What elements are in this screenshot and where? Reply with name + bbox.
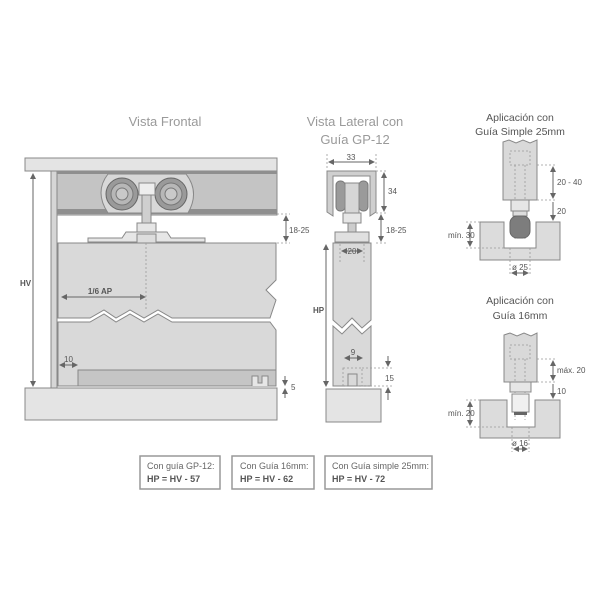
hp-label: HP	[313, 306, 325, 315]
floor	[24, 387, 278, 421]
side-depth-label: 15	[385, 374, 394, 383]
floor-guide	[251, 375, 269, 386]
formula-gp12-line1: Con guía GP-12:	[147, 461, 215, 471]
app16-nut	[509, 381, 532, 393]
gp12-rail-profile	[326, 170, 377, 217]
bolt	[141, 194, 152, 224]
door-upper	[57, 242, 277, 319]
side-nut	[342, 212, 362, 224]
app25-gap-label: 20	[557, 207, 566, 216]
app16-min-label: mín. 20	[448, 409, 475, 418]
app16-title-line2: Guía 16mm	[493, 310, 548, 322]
formula-gp12-line2: HP = HV - 57	[147, 474, 200, 484]
formula-box-gp12: Con guía GP-12: HP = HV - 57	[139, 455, 221, 490]
app16-gap-label: 10	[557, 387, 566, 396]
app16-floor-channel	[479, 399, 561, 439]
formula-box-25mm: Con Guía simple 25mm: HP = HV - 72	[324, 455, 433, 490]
side-door-upper	[332, 242, 372, 329]
bottom-gap-label: 5	[291, 383, 296, 392]
side-view-title-line2: Guía GP-12	[320, 132, 389, 147]
nut-upper	[136, 222, 157, 233]
side-height-label: 34	[388, 187, 397, 196]
front-view-title: Vista Frontal	[129, 114, 202, 129]
wheel-right	[154, 177, 188, 211]
side-wheel-left	[335, 180, 346, 212]
offset-label: 10	[64, 355, 73, 364]
app25-roller	[509, 215, 531, 239]
app16-title-line1: Aplicación con	[486, 295, 554, 307]
application-25mm: Aplicación con Guía Simple 25mm 20 - 40 …	[448, 112, 582, 276]
formula-25mm-line1: Con Guía simple 25mm:	[332, 461, 429, 471]
ceiling	[24, 157, 278, 172]
formula-box-16mm: Con Guía 16mm: HP = HV - 62	[231, 455, 315, 490]
side-slot-label: 9	[351, 348, 356, 357]
app25-range-label: 20 - 40	[557, 178, 582, 187]
side-inner-label: 20	[348, 247, 357, 256]
wheel-left	[105, 177, 139, 211]
formula-25mm-line2: HP = HV - 72	[332, 474, 385, 484]
front-gap-label: 18-25	[289, 226, 310, 235]
formula-16mm-line2: HP = HV - 62	[240, 474, 293, 484]
app16-door	[503, 332, 538, 383]
side-width-label: 33	[347, 153, 356, 162]
side-wheel-right	[358, 180, 369, 212]
app25-nut	[510, 199, 530, 212]
wall-post	[50, 170, 58, 389]
side-gap-label: 18-25	[386, 226, 407, 235]
side-view: Vista Lateral con Guía GP-12 33 34 18-25…	[307, 114, 407, 423]
side-plate	[334, 231, 370, 243]
app16-dia-label: ø 16	[512, 439, 529, 448]
app25-min-label: mín. 30	[448, 231, 475, 240]
front-view: Vista Frontal	[20, 114, 310, 421]
axle-nut	[138, 182, 156, 196]
application-16mm: Aplicación con Guía 16mm máx. 20 10 mín.…	[448, 295, 586, 452]
app25-title-line1: Aplicación con	[486, 112, 554, 124]
formula-16mm-line1: Con Guía 16mm:	[240, 461, 309, 471]
app25-title-line2: Guía Simple 25mm	[475, 126, 565, 138]
side-view-title-line1: Vista Lateral con	[307, 114, 404, 129]
bottom-channel	[77, 369, 277, 387]
app25-dia-label: ø 25	[512, 263, 529, 272]
app16-max-label: máx. 20	[557, 366, 586, 375]
hv-label: HV	[20, 279, 32, 288]
app25-floor-channel	[479, 221, 561, 261]
nut-lower	[136, 233, 157, 244]
app25-door	[502, 139, 538, 201]
ap-label: 1/6 AP	[88, 287, 113, 296]
app16-roller	[511, 393, 530, 413]
side-axle	[344, 182, 360, 214]
side-floor	[325, 388, 382, 423]
